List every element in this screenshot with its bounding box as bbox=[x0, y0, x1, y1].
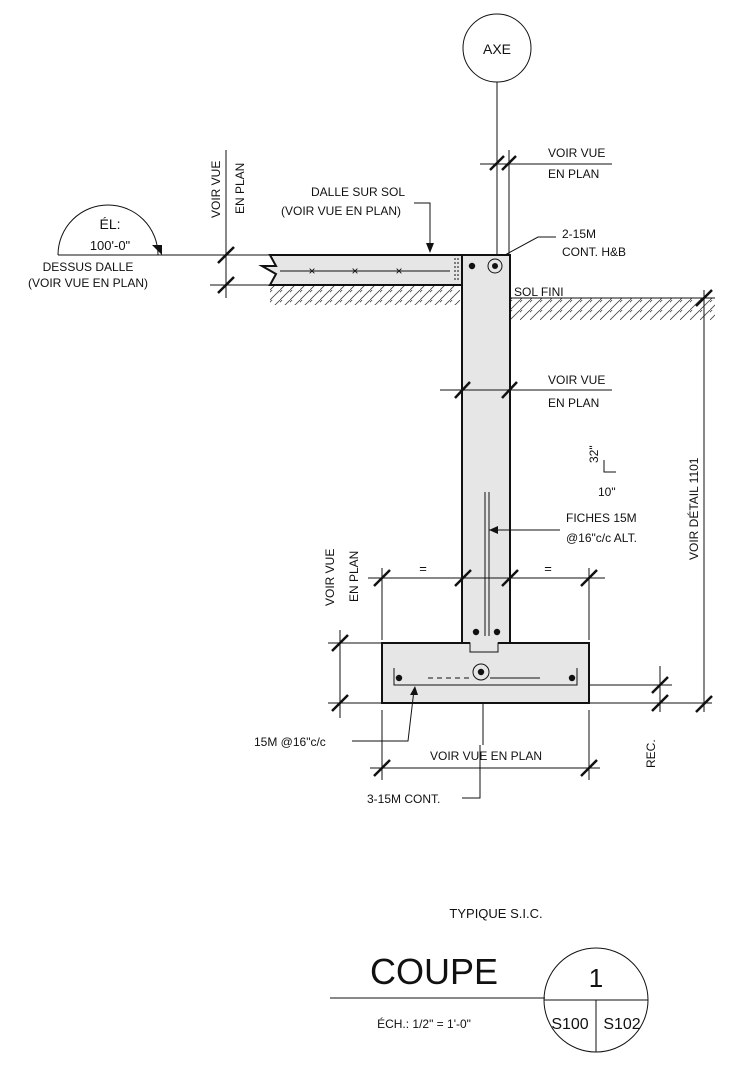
top-wall-dimension: VOIR VUE EN PLAN bbox=[480, 146, 612, 255]
top-of-slab-label-1: DESSUS DALLE bbox=[43, 260, 134, 274]
slab-callout: DALLE SUR SOL (VOIR VUE EN PLAN) bbox=[281, 185, 434, 253]
slab-dim-label-1: VOIR VUE bbox=[209, 161, 223, 218]
footing-thickness-dimension: VOIR VUE EN PLAN bbox=[323, 549, 382, 718]
equal-sign-left: = bbox=[419, 561, 427, 576]
slope-run: 10" bbox=[598, 485, 616, 499]
axis-bubble: AXE bbox=[462, 13, 532, 83]
longitudinal-bars-callout: 3-15M CONT. bbox=[367, 745, 481, 806]
overall-height-dimension: VOIR DÉTAIL 1101 bbox=[590, 289, 713, 713]
dowels-label-1: FICHES 15M bbox=[566, 511, 637, 525]
footing-width-dimension: VOIR VUE EN PLAN bbox=[370, 710, 600, 780]
detail-reference: VOIR DÉTAIL 1101 bbox=[686, 457, 701, 560]
wall-dim-label-1: VOIR VUE bbox=[548, 373, 605, 387]
soil-hatch bbox=[270, 285, 715, 320]
top-dim-label-1: VOIR VUE bbox=[548, 146, 605, 160]
footing-dim-label-1: VOIR VUE bbox=[323, 549, 337, 606]
typical-note: TYPIQUE S.I.C. bbox=[449, 906, 542, 921]
foundation-wall bbox=[461, 254, 511, 678]
footing-width-label: VOIR VUE EN PLAN bbox=[430, 749, 542, 763]
top-bars-label-2: CONT. H&B bbox=[562, 245, 626, 259]
sheet-from: S100 bbox=[551, 1016, 588, 1033]
svg-text:×: × bbox=[395, 264, 402, 278]
slab-label-2: (VOIR VUE EN PLAN) bbox=[281, 204, 401, 218]
section-title-block: TYPIQUE S.I.C. COUPE ÉCH.: 1/2" = 1'-0" … bbox=[330, 906, 649, 1053]
elevation-tag: ÉL: bbox=[99, 216, 120, 232]
cover-label: REC. bbox=[644, 739, 658, 768]
finished-grade-label: SOL FINI bbox=[514, 285, 564, 299]
wall-thickness-dimension: VOIR VUE EN PLAN bbox=[440, 373, 612, 410]
slab-dim-label-2: EN PLAN bbox=[233, 163, 247, 214]
top-bars-callout: 2-15M CONT. H&B bbox=[504, 227, 626, 259]
top-of-slab-label-2: (VOIR VUE EN PLAN) bbox=[28, 276, 148, 290]
scale-label: ÉCH.: 1/2" = 1'-0" bbox=[377, 1016, 471, 1031]
elevation-marker: ÉL: 100'-0" DESSUS DALLE (VOIR VUE EN PL… bbox=[28, 204, 226, 290]
slope-rise: 32" bbox=[587, 445, 601, 463]
cover-dimension: REC. bbox=[590, 666, 672, 768]
transverse-bars-label: 15M @16"c/c bbox=[254, 735, 326, 749]
footing-equal-dimensions: = = bbox=[368, 561, 605, 640]
slab-thickness-dimension: VOIR VUE EN PLAN bbox=[209, 150, 270, 298]
top-bars-label-1: 2-15M bbox=[562, 227, 596, 241]
equal-sign-right: = bbox=[544, 561, 552, 576]
svg-text:×: × bbox=[351, 264, 358, 278]
slab-label-1: DALLE SUR SOL bbox=[311, 185, 405, 199]
sheet-to: S102 bbox=[603, 1016, 640, 1033]
wall-dim-label-2: EN PLAN bbox=[548, 396, 599, 410]
elevation-value: 100'-0" bbox=[90, 238, 131, 253]
top-dim-label-2: EN PLAN bbox=[548, 167, 599, 181]
slab-on-grade: × × × bbox=[258, 254, 463, 286]
dowel-slope-indicator: 32" 10" bbox=[587, 445, 616, 499]
dowels-label-2: @16"c/c ALT. bbox=[566, 531, 637, 545]
axis-label: AXE bbox=[483, 41, 511, 57]
dowels-callout: FICHES 15M @16"c/c ALT. bbox=[489, 511, 637, 545]
svg-text:×: × bbox=[308, 264, 315, 278]
detail-number: 1 bbox=[589, 963, 603, 993]
transverse-bars-callout: 15M @16"c/c bbox=[254, 686, 418, 749]
section-title: COUPE bbox=[370, 951, 498, 992]
longitudinal-bars-label: 3-15M CONT. bbox=[367, 792, 440, 806]
footing-dim-label-2: EN PLAN bbox=[347, 551, 361, 602]
